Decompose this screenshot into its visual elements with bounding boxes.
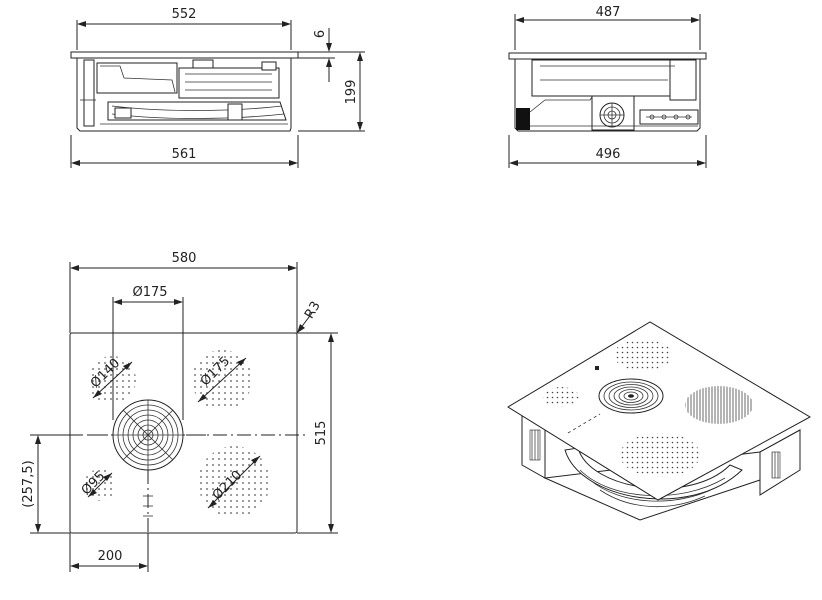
- dim-width-552: 552: [172, 7, 197, 22]
- side-view-side: 487 496: [508, 5, 707, 168]
- side-view-front: 552 199 6: [70, 7, 365, 168]
- plan-view: 580 Ø175 R3 515 (257,5) 200: [21, 251, 338, 572]
- dim-width-487: 487: [596, 5, 621, 20]
- dim-radius-r3: R3: [302, 299, 324, 321]
- dim-width-496: 496: [596, 147, 621, 162]
- dim-width-561: 561: [172, 147, 197, 162]
- iso-extractor-icon: [598, 378, 664, 414]
- dim-width-580: 580: [172, 251, 197, 266]
- iso-zone-bottom: [620, 433, 700, 477]
- extractor-grille-icon: [112, 399, 184, 471]
- dim-thickness-6: 6: [313, 30, 328, 38]
- iso-zone-top: [614, 339, 672, 371]
- dim-height-199: 199: [344, 80, 359, 105]
- isometric-view: [507, 321, 812, 521]
- dim-zone-span-175: Ø175: [132, 285, 167, 300]
- dim-depth-515: 515: [314, 421, 329, 446]
- dim-half-depth: (257,5): [21, 460, 36, 507]
- dim-offset-200: 200: [98, 549, 123, 564]
- iso-zone-left: [543, 387, 579, 407]
- iso-zone-right: [685, 386, 753, 424]
